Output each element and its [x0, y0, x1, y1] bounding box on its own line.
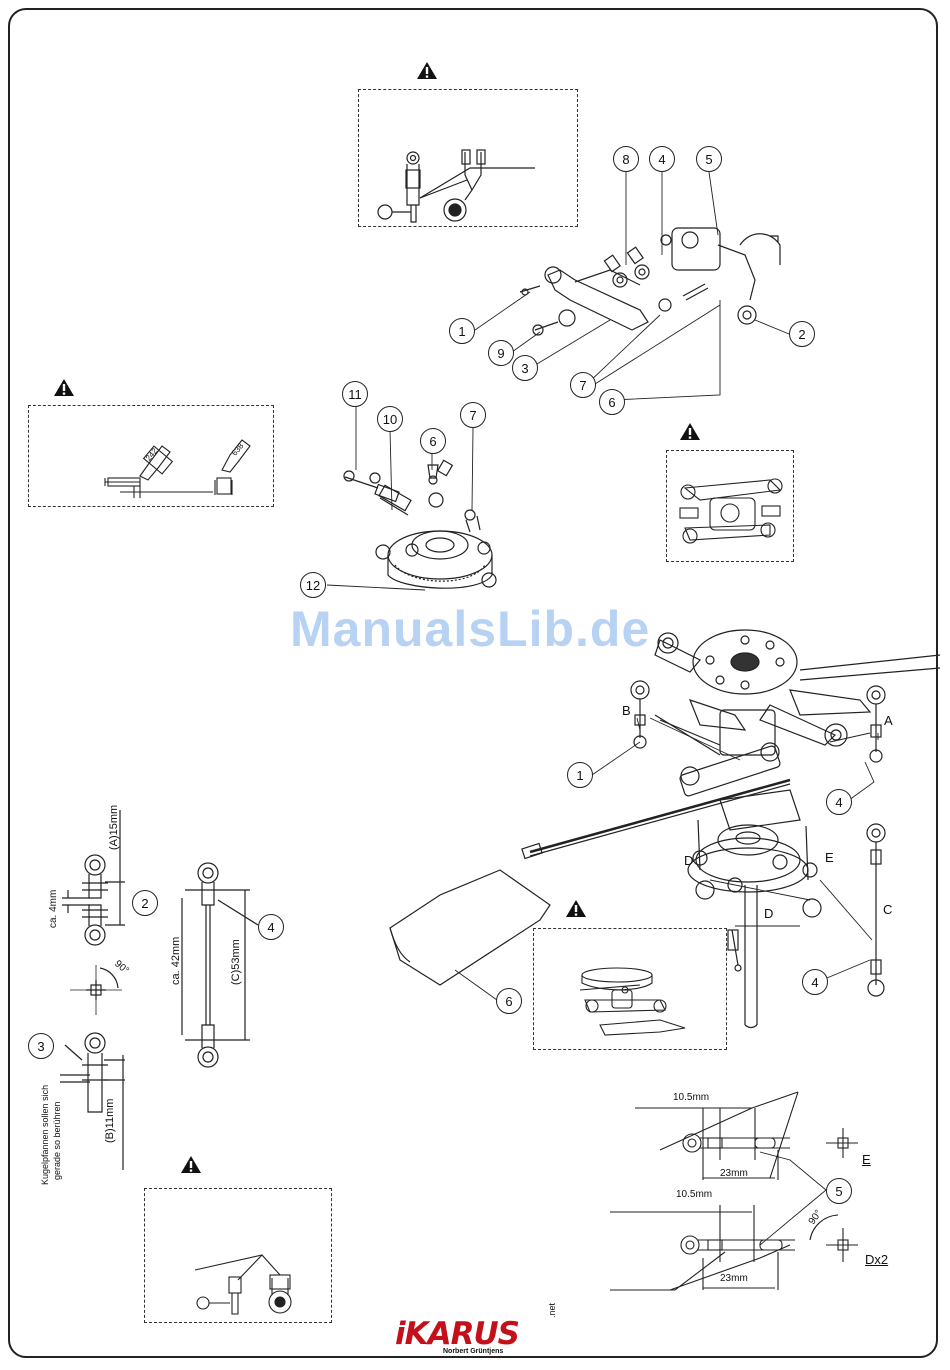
- callout-9: 9: [488, 340, 514, 366]
- callout-7: 7: [570, 372, 596, 398]
- callout-5-dim: 5: [826, 1178, 852, 1204]
- callout-4-linkage: 4: [258, 914, 284, 940]
- dim-approx-42mm: ca. 42mm: [170, 937, 182, 985]
- note-line-1: Kugelpfannen sollen sich: [40, 1085, 50, 1185]
- dim-c-53mm: (C)53mm: [230, 939, 242, 985]
- callout-2: 2: [789, 321, 815, 347]
- detail-box-right: [666, 450, 794, 562]
- label-c: C: [883, 902, 892, 917]
- ikarus-logo: iKARUS Norbert Grüntjens .net: [395, 1316, 575, 1360]
- label-e: E: [825, 850, 834, 865]
- logo-suffix: .net: [547, 1303, 557, 1318]
- logo-subtitle: Norbert Grüntjens: [443, 1348, 503, 1355]
- callout-12: 12: [300, 572, 326, 598]
- label-d-1: D: [684, 853, 693, 868]
- callout-4: 4: [649, 146, 675, 172]
- warning-triangle-icon: [679, 422, 701, 442]
- callout-6: 6: [599, 389, 625, 415]
- label-a: A: [884, 713, 893, 728]
- callout-8: 8: [613, 146, 639, 172]
- callout-4-head-b: 4: [802, 969, 828, 995]
- detail-box-bottom-left: [144, 1188, 332, 1323]
- dim-10-5mm-bottom: 10.5mm: [676, 1189, 712, 1200]
- callout-3-linkage: 3: [28, 1033, 54, 1059]
- label-e-dim: E: [862, 1152, 871, 1167]
- dim-23mm-bottom: 23mm: [720, 1273, 748, 1284]
- dim-approx-4mm: ca. 4mm: [48, 890, 59, 928]
- warning-triangle-icon: [416, 61, 438, 81]
- dimension-e-drawing: [635, 1092, 858, 1180]
- dim-10-5mm-top: 10.5mm: [673, 1092, 709, 1103]
- label-b: B: [622, 703, 631, 718]
- warning-triangle-icon: [53, 378, 75, 398]
- dim-b-11mm: (B)11mm: [104, 1099, 116, 1143]
- note-line-2: gerade so berühren: [52, 1101, 62, 1180]
- callout-1-head: 1: [567, 762, 593, 788]
- label-dx2: Dx2: [865, 1252, 888, 1267]
- dim-a-15mm: (A)15mm: [108, 805, 120, 850]
- logo-wordmark: iKARUS: [395, 1316, 519, 1352]
- callout-2-linkage: 2: [132, 890, 158, 916]
- callout-3: 3: [512, 355, 538, 381]
- dim-23mm-top: 23mm: [720, 1168, 748, 1179]
- swashplate-exploded: [344, 460, 496, 588]
- callout-6-head: 6: [496, 988, 522, 1014]
- callout-1: 1: [449, 318, 475, 344]
- detail-box-bottom-mid: [533, 928, 727, 1050]
- callout-4-head-a: 4: [826, 789, 852, 815]
- watermark: ManualsLib.de: [290, 600, 650, 658]
- linkage-c-diagram: [182, 863, 258, 1067]
- label-d-2: D: [764, 906, 773, 921]
- callout-11: 11: [342, 381, 368, 407]
- detail-box-top: [358, 89, 578, 227]
- callout-5: 5: [696, 146, 722, 172]
- callout-6-swash: 6: [420, 428, 446, 454]
- callout-10: 10: [377, 406, 403, 432]
- warning-triangle-icon: [180, 1155, 202, 1175]
- warning-triangle-icon: [565, 899, 587, 919]
- washout-arm-exploded: [520, 228, 780, 335]
- callout-7-swash: 7: [460, 402, 486, 428]
